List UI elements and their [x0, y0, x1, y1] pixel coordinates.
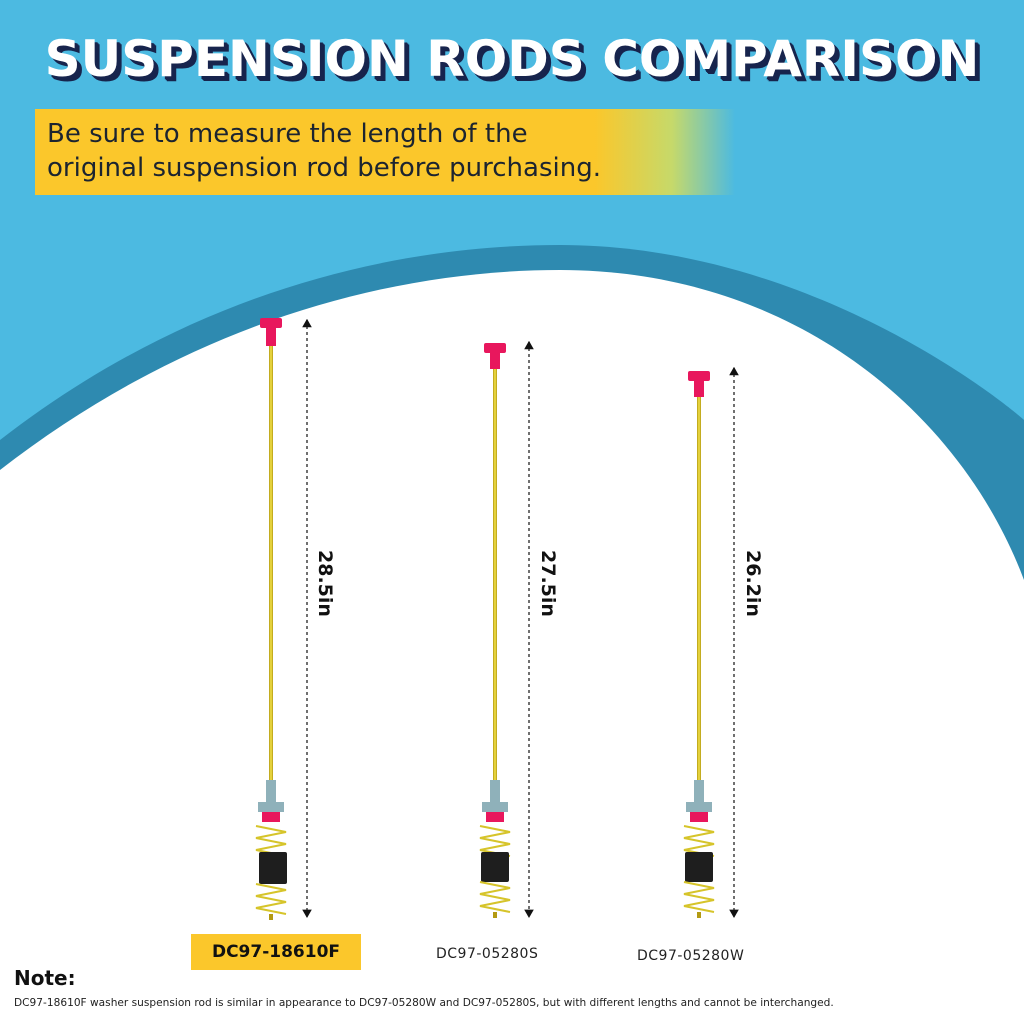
banner-line-1: Be sure to measure the length of the [47, 119, 528, 149]
rod-1-model: DC97-18610F [211, 942, 341, 962]
rod-3-image [683, 366, 739, 918]
info-banner [35, 109, 735, 195]
rod-1-length: 28.5in [314, 550, 336, 617]
rod-2-image [479, 340, 534, 918]
rod-2-model: DC97-05280S [436, 946, 539, 962]
info-banner-text: Be sure to measure the length of the ori… [47, 117, 697, 185]
note-heading: Note: [14, 966, 76, 990]
banner-line-2: original suspension rod before purchasin… [47, 153, 601, 183]
rod-3-length: 26.2in [742, 550, 764, 617]
rod-3-model: DC97-05280W [637, 948, 745, 964]
rod-1-model-label: DC97-18610F [191, 934, 361, 970]
rod-2-length: 27.5in [537, 550, 559, 617]
page-title: SUSPENSION RODS COMPARISON [44, 30, 980, 88]
note-text: DC97-18610F washer suspension rod is sim… [14, 997, 834, 1009]
rod-1-image [255, 318, 312, 920]
